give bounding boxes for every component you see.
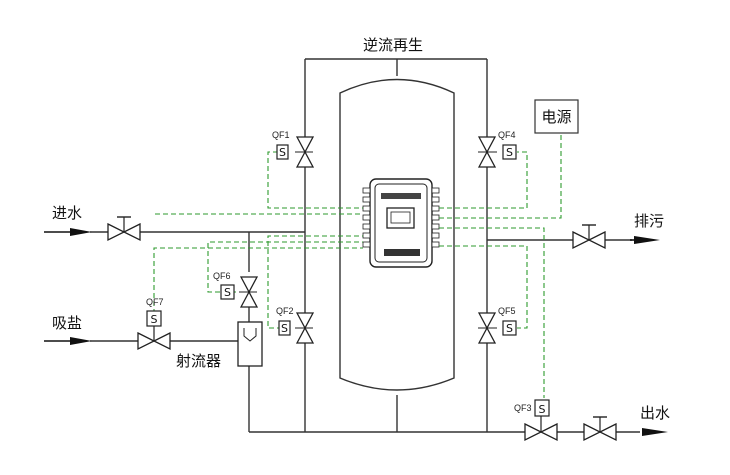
valve-tag-qf4: QF4	[498, 130, 516, 140]
valve-qf2[interactable]: S QF2	[276, 306, 314, 344]
solenoid-qf3	[534, 399, 550, 417]
solenoid-mark: S	[281, 322, 288, 335]
valve-qf5[interactable]: S QF5	[478, 306, 517, 344]
piping	[90, 58, 640, 433]
inlet-arrow-icon	[70, 228, 92, 236]
inlet-label: 进水	[52, 204, 82, 222]
softener-controller	[362, 178, 440, 268]
manual-valve-drain[interactable]	[572, 224, 606, 249]
valve-qf1[interactable]: S QF1	[272, 130, 314, 168]
solenoid-qf4	[502, 144, 517, 160]
valve-tag-qf5: QF5	[498, 306, 516, 316]
valve-tag-qf1: QF1	[272, 130, 290, 140]
manual-valve-outlet[interactable]	[583, 416, 617, 441]
valve-tag-qf6: QF6	[213, 271, 231, 281]
solenoid-qf1	[276, 144, 289, 160]
solenoid-mark: S	[506, 146, 513, 159]
solenoid-qf6	[220, 284, 235, 300]
brine-label: 吸盐	[52, 314, 82, 332]
power-supply-box: 电源	[534, 99, 579, 134]
solenoid-mark: S	[539, 403, 546, 416]
valve-tag-qf3: QF3	[514, 403, 532, 413]
ejector-label: 射流器	[176, 352, 221, 370]
valve-qf7[interactable]: S QF7	[137, 297, 171, 350]
ejector	[237, 321, 263, 367]
outlet-arrow-icon	[642, 428, 668, 436]
drain-label: 排污	[634, 212, 664, 230]
valve-tag-qf2: QF2	[276, 306, 294, 316]
solenoid-qf7	[146, 310, 162, 327]
diagram-title: 逆流再生	[363, 36, 423, 54]
signal-wiring	[153, 135, 562, 398]
solenoid-mark: S	[506, 322, 513, 335]
valve-qf3[interactable]: S QF3	[514, 399, 558, 441]
valve-tag-qf7: QF7	[146, 297, 164, 307]
outlet-label: 出水	[640, 404, 670, 422]
valve-qf4[interactable]: S QF4	[478, 130, 517, 168]
solenoid-qf2	[278, 320, 291, 336]
manual-valve-inlet[interactable]	[107, 216, 141, 241]
power-label: 电源	[541, 108, 571, 126]
solenoid-mark: S	[151, 313, 158, 326]
solenoid-mark: S	[279, 146, 286, 159]
drain-arrow-icon	[634, 236, 660, 244]
flow-arrows	[44, 228, 668, 436]
brine-arrow-icon	[70, 337, 92, 345]
solenoid-mark: S	[224, 286, 231, 299]
valve-qf6[interactable]: S QF6	[213, 271, 258, 308]
solenoid-qf5	[502, 320, 517, 336]
